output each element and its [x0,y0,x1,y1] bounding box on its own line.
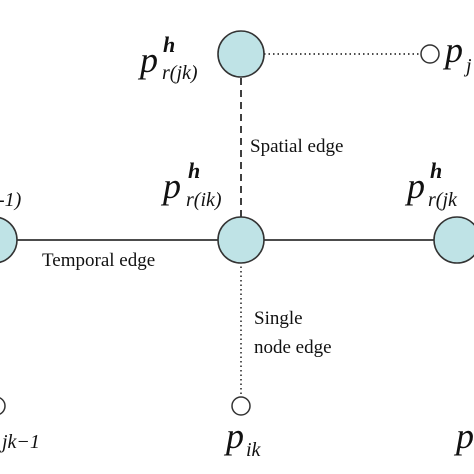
label-center-p: p [160,166,181,206]
small-node-bottom-left [0,397,6,415]
label-bottom-sub: ik [246,439,262,461]
label-right-sup: h [430,158,442,183]
label-center-sub: r(ik) [186,189,222,211]
label-top-sub: r(jk) [162,62,198,84]
label-center-node: p h r(ik) [160,158,222,211]
label-left-partial: -1) [0,189,22,211]
label-bottom-left-sub: jk−1 [0,431,40,453]
label-top-sup: h [163,32,175,57]
temporal-edge-label: Temporal edge [42,250,155,271]
single-node-edge-label-line1: Single [254,308,303,329]
label-top-right-node: p j [442,30,472,77]
label-top-right-p: p [442,30,463,70]
label-bottom-right-p: p [453,416,474,456]
spatial-edge-label: Spatial edge [250,136,343,157]
label-right-p: p [404,166,425,206]
label-bottom-node: p ik [223,416,262,461]
node-right-partial [433,216,474,264]
label-right-node: p h r(jk [404,158,458,211]
label-bottom-p: p [223,416,244,456]
node-left-partial [0,216,18,264]
label-top-right-sub: j [463,55,472,77]
single-node-edge-label-line2: node edge [254,337,332,358]
node-top [217,30,265,78]
label-right-sub: r(jk [428,189,458,211]
node-center [217,216,265,264]
small-node-top-right [420,44,440,64]
label-center-sup: h [188,158,200,183]
small-node-bottom [231,396,251,416]
label-top-node: p h r(jk) [137,32,198,84]
label-top-p: p [137,40,158,80]
